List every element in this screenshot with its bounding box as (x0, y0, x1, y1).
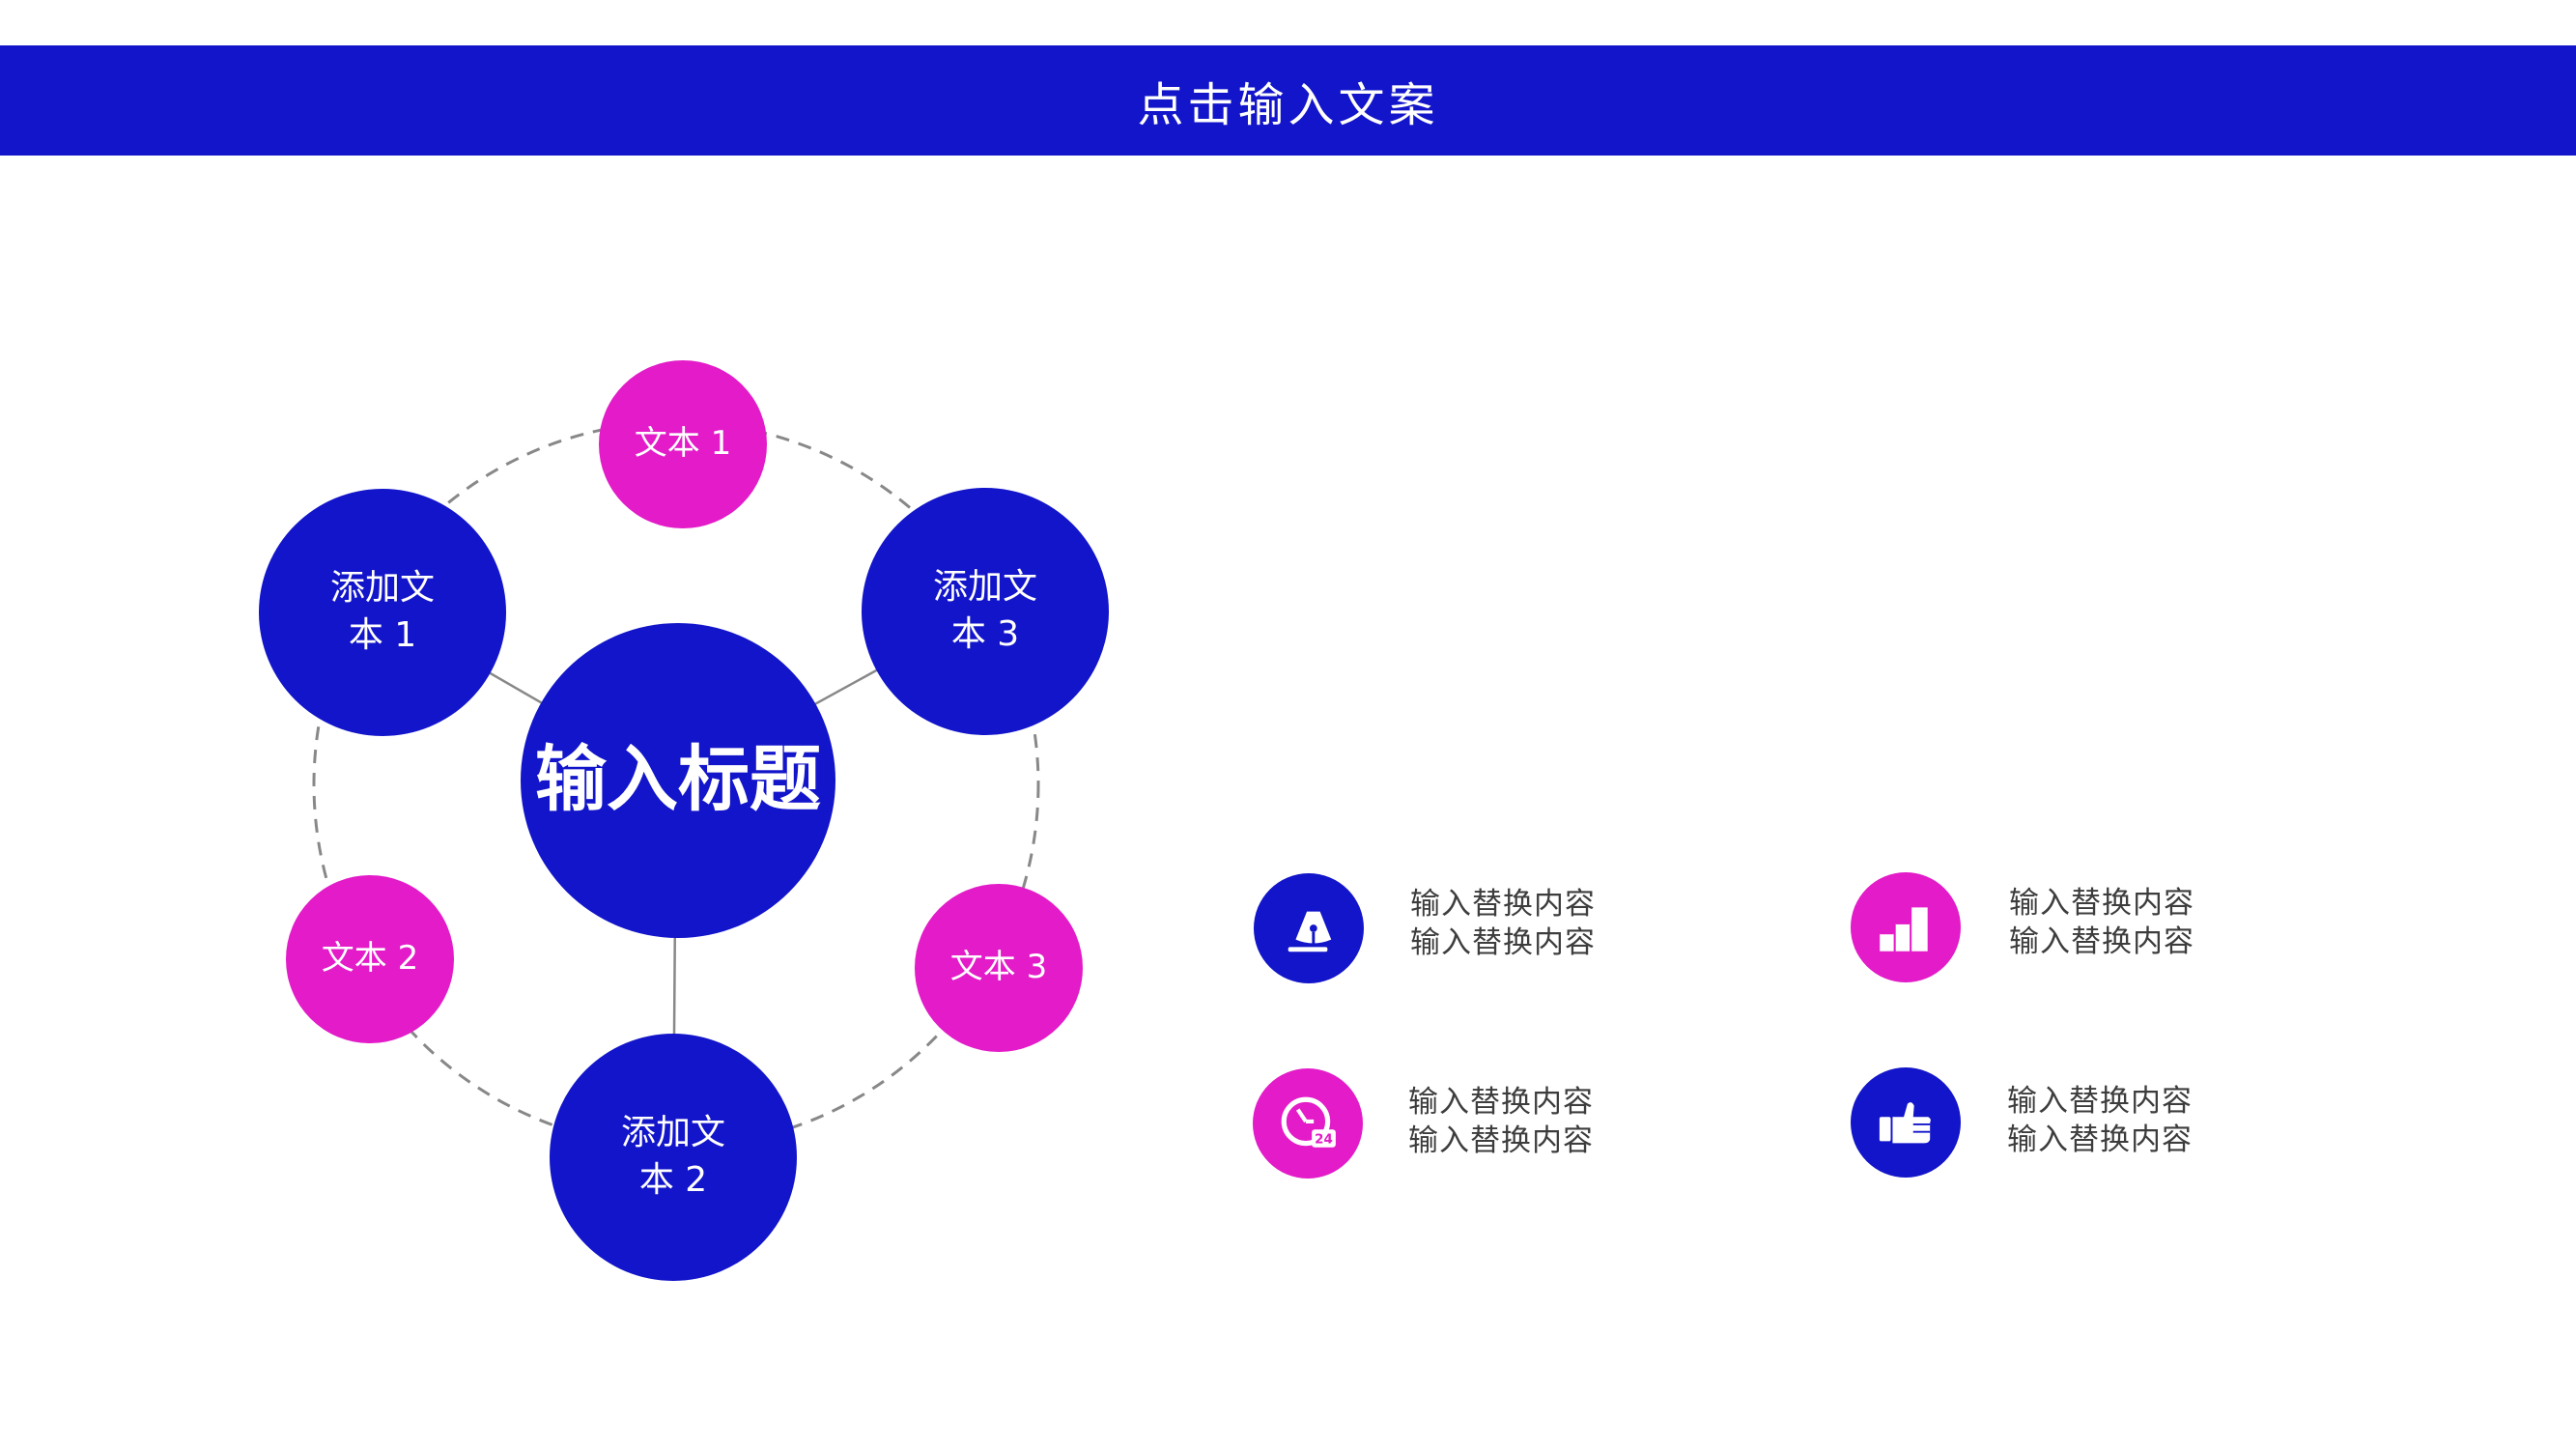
feature-3-icon-circle[interactable]: 24 (1253, 1068, 1363, 1179)
minor-node-3[interactable]: 文本 3 (915, 884, 1083, 1052)
feature-1-line-2[interactable]: 输入替换内容 (1410, 925, 1596, 960)
pointing-hand-icon (1879, 1102, 1931, 1144)
feature-4-line-1[interactable]: 输入替换内容 (2007, 1084, 2193, 1119)
feature-3-text: 输入替换内容 输入替换内容 (1408, 1083, 1594, 1160)
main-node-1[interactable]: 添加文 本 1 (259, 489, 506, 736)
feature-1-text: 输入替换内容 输入替换内容 (1410, 885, 1596, 962)
center-node[interactable]: 输入标题 (521, 623, 835, 938)
pen-nib-icon (1288, 911, 1332, 952)
feature-2-line-2[interactable]: 输入替换内容 (2009, 924, 2194, 959)
feature-4-text: 输入替换内容 输入替换内容 (2007, 1082, 2193, 1159)
clock-24-icon: 24 (1281, 1096, 1336, 1148)
svg-text:24: 24 (1315, 1133, 1333, 1148)
feature-2-line-1[interactable]: 输入替换内容 (2009, 886, 2194, 921)
main-node-1-label: 添加文 本 1 (329, 568, 435, 655)
minor-node-3-label: 文本 3 (949, 948, 1048, 987)
minor-node-2-label: 文本 2 (321, 939, 419, 979)
feature-1-line-1[interactable]: 输入替换内容 (1410, 887, 1596, 922)
feature-1-icon-circle[interactable] (1254, 873, 1364, 983)
main-node-2-label: 添加文 本 2 (620, 1113, 725, 1200)
center-title: 输入标题 (535, 738, 821, 822)
main-node-2[interactable]: 添加文 本 2 (550, 1034, 797, 1281)
feature-4-icon-circle[interactable] (1851, 1067, 1961, 1178)
page-title[interactable]: 点击输入文案 (1137, 78, 1439, 132)
feature-3-line-2[interactable]: 输入替换内容 (1408, 1123, 1594, 1158)
main-node-3-label: 添加文 本 3 (932, 567, 1037, 654)
feature-2-icon-circle[interactable] (1851, 872, 1961, 982)
feature-4-line-2[interactable]: 输入替换内容 (2007, 1122, 2193, 1157)
minor-node-1-label: 文本 1 (634, 424, 732, 464)
main-node-3[interactable]: 添加文 本 3 (862, 488, 1109, 735)
bar-blocks-icon (1880, 907, 1928, 952)
feature-2-text: 输入替换内容 输入替换内容 (2009, 884, 2194, 961)
header-bar: 点击输入文案 (0, 45, 2576, 156)
feature-3-line-1[interactable]: 输入替换内容 (1408, 1085, 1594, 1120)
minor-node-2[interactable]: 文本 2 (286, 875, 454, 1043)
minor-node-1[interactable]: 文本 1 (599, 360, 767, 528)
